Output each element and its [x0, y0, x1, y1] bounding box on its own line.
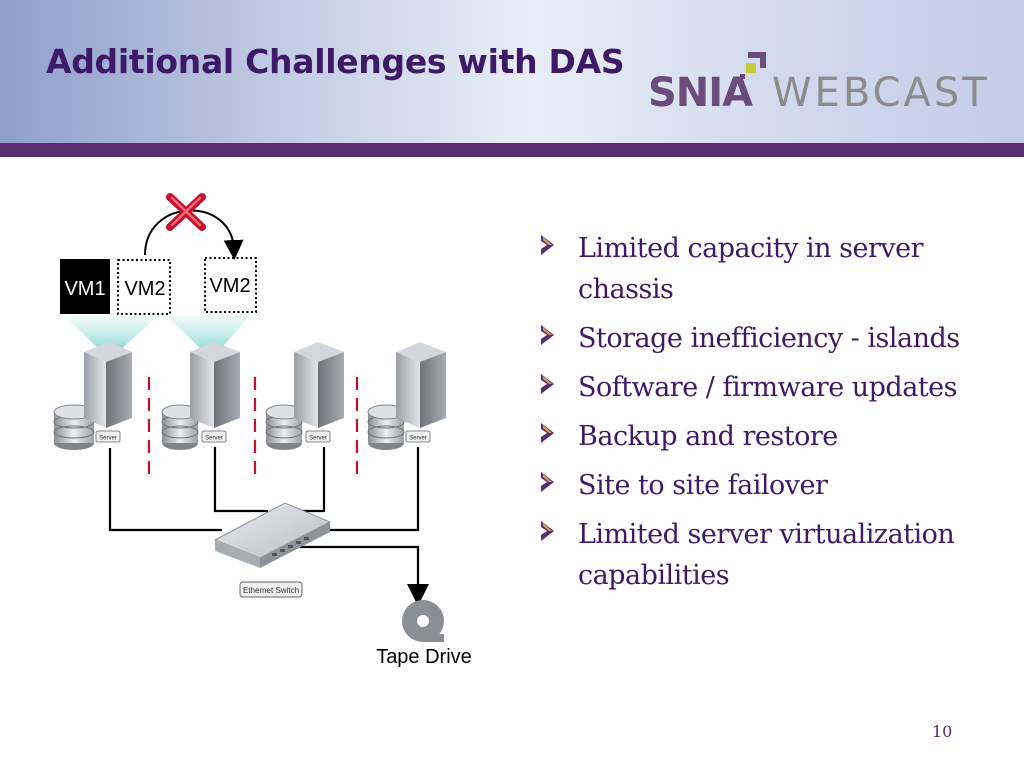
switch-label: Ethernet Switch: [243, 586, 299, 595]
network-cables: [108, 447, 429, 606]
vm1-box: VM1: [60, 259, 110, 314]
vm-beam-2: [167, 316, 250, 352]
bullet-chevron-icon: [541, 423, 554, 443]
logo-product-text: WEBCAST: [772, 70, 990, 116]
bullet-text: Backup and restore: [578, 421, 838, 452]
vm2-source-box: VM2: [117, 259, 171, 315]
challenge-list: Limited capacity in server chassis Stora…: [540, 228, 1000, 604]
island-separators: [147, 377, 359, 480]
slide-title: Additional Challenges with DAS: [46, 42, 625, 81]
list-item: Software / firmware updates: [540, 367, 1000, 408]
list-item: Site to site failover: [540, 465, 1000, 506]
vm2-target-label: VM2: [209, 275, 250, 297]
bullet-chevron-icon: [541, 472, 554, 492]
bullet-chevron-icon: [541, 521, 554, 541]
tape-drive-label: Tape Drive: [376, 646, 472, 668]
server-label: Server: [409, 436, 427, 442]
bullet-chevron-icon: [541, 374, 554, 394]
page-number: 10: [932, 722, 953, 741]
bullet-text: Software / firmware updates: [578, 372, 958, 403]
ethernet-switch: Ethernet Switch: [213, 502, 332, 598]
vm-beam-1: [65, 316, 158, 352]
snia-webcast-logo: SNIA WEBCAST: [645, 48, 1015, 123]
list-item: Backup and restore: [540, 416, 1000, 457]
header-bar: [0, 143, 1024, 157]
bullet-text: Storage inefficiency - islands: [578, 323, 960, 354]
bullet-text: Site to site failover: [578, 470, 828, 501]
logo-mark-icon: [740, 52, 766, 79]
list-item: Limited server virtualization capabiliti…: [540, 514, 1000, 596]
server-node: Server: [265, 342, 344, 450]
slide-header: [0, 0, 1024, 143]
list-item: Limited capacity in server chassis: [540, 228, 1000, 310]
bullet-chevron-icon: [541, 325, 554, 345]
bullet-text: Limited server virtualization capabiliti…: [578, 519, 955, 591]
server-label: Server: [309, 436, 327, 442]
server-node: Server: [53, 342, 132, 450]
server-node: Server: [367, 342, 446, 450]
list-item: Storage inefficiency - islands: [540, 318, 1000, 359]
server-label: Server: [205, 436, 223, 442]
bullet-text: Limited capacity in server chassis: [578, 233, 924, 305]
server-node: Server: [161, 342, 240, 450]
vm2-source-label: VM2: [124, 278, 165, 300]
x-mark-icon: [166, 193, 206, 231]
tape-drive-icon: [402, 600, 444, 642]
das-diagram: Server Server Server Server: [53, 193, 472, 668]
logo-brand-text: SNIA: [648, 70, 753, 116]
vm2-target-box: VM2: [204, 257, 257, 313]
server-label: Server: [99, 436, 117, 442]
vm1-label: VM1: [64, 278, 105, 300]
bullet-chevron-icon: [541, 235, 554, 255]
